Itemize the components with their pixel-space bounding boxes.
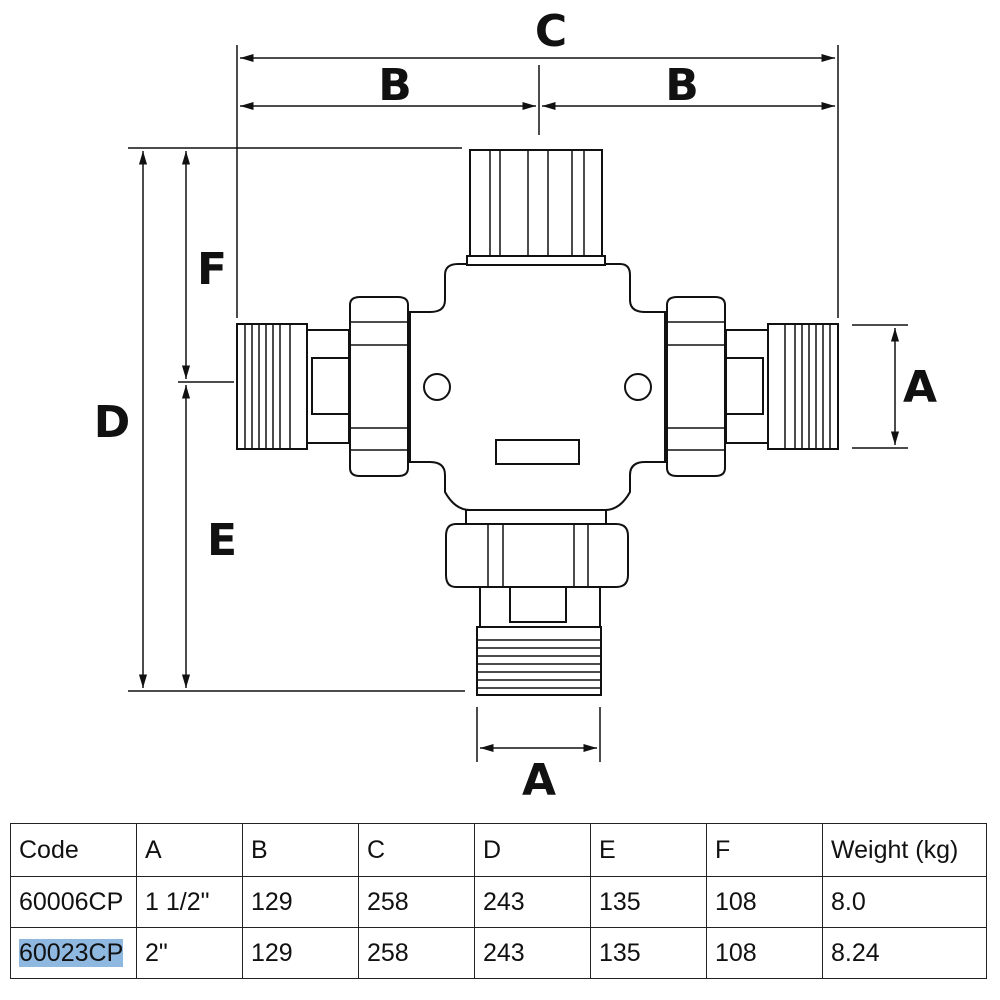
- selected-text[interactable]: 60023CP: [19, 938, 124, 967]
- table-header-row: Code A B C D E F Weight (kg): [10, 823, 987, 877]
- cell-f: 108: [706, 876, 823, 928]
- cell-a: 1 1/2": [136, 876, 243, 928]
- label-A-right: A: [903, 362, 937, 413]
- cell-weight: 8.24: [822, 927, 987, 979]
- dimension-labels: C B B D F E A A: [94, 6, 937, 800]
- cell-d: 243: [474, 927, 591, 979]
- header-f: F: [706, 823, 823, 877]
- right-inlet-fitting: [666, 296, 839, 477]
- table-row: 60006CP 1 1/2" 129 258 243 135 108 8.0: [10, 876, 987, 928]
- cell-e: 135: [590, 876, 707, 928]
- table-row: 60023CP 2" 129 258 243 135 108 8.24: [10, 927, 987, 979]
- label-C: C: [535, 6, 567, 57]
- valve-dimension-drawing: C B B D F E A A: [94, 6, 937, 800]
- cell-weight: 8.0: [822, 876, 987, 928]
- bottom-outlet-fitting: [445, 509, 629, 696]
- top-adjustment-cap: [466, 149, 606, 266]
- cell-c: 258: [358, 927, 475, 979]
- label-B-right: B: [665, 60, 699, 111]
- label-D: D: [94, 397, 131, 448]
- header-b: B: [242, 823, 359, 877]
- header-d: D: [474, 823, 591, 877]
- header-a: A: [136, 823, 243, 877]
- cell-e: 135: [590, 927, 707, 979]
- header-c: C: [358, 823, 475, 877]
- dimensions-table: Code A B C D E F Weight (kg) 60006CP 1 1…: [10, 823, 987, 979]
- header-code: Code: [10, 823, 137, 877]
- cell-b: 129: [242, 927, 359, 979]
- cell-c: 258: [358, 876, 475, 928]
- label-E: E: [207, 515, 237, 566]
- cell-f: 108: [706, 927, 823, 979]
- cell-a: 2": [136, 927, 243, 979]
- label-F: F: [197, 244, 227, 295]
- header-e: E: [590, 823, 707, 877]
- label-B-left: B: [378, 60, 412, 111]
- header-weight: Weight (kg): [822, 823, 987, 877]
- cell-code: 60006CP: [10, 876, 137, 928]
- cell-d: 243: [474, 876, 591, 928]
- cell-code[interactable]: 60023CP: [10, 927, 137, 979]
- valve-body-outline: [409, 263, 666, 511]
- dimension-lines: [128, 45, 908, 762]
- left-inlet-fitting: [236, 296, 409, 477]
- cell-b: 129: [242, 876, 359, 928]
- label-A-bottom: A: [522, 755, 556, 800]
